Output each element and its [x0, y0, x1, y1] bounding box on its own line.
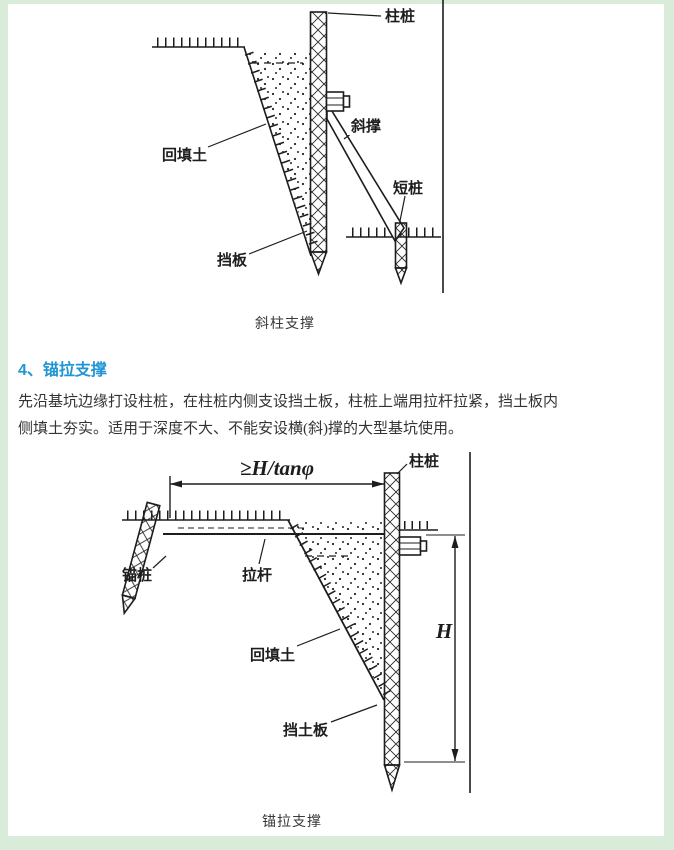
leader-anchor-pile	[152, 555, 167, 569]
label-backfill-soil: 回填土	[162, 146, 207, 164]
dim-top-label: ≥H/tanφ	[240, 456, 314, 480]
label-anchor-pile: 锚桩	[122, 566, 152, 584]
paragraph-line: 先沿基坑边缘打设柱桩，在柱桩内侧支设挡土板，柱桩上端用拉杆拉紧，挡土板内	[18, 394, 559, 410]
label-inclined-brace: 斜撑	[350, 117, 381, 135]
label-column-pile: 柱桩	[385, 7, 415, 25]
label-retaining-plank: 挡土板	[283, 721, 329, 739]
backfill-dots	[247, 51, 311, 252]
leader-board	[248, 230, 308, 255]
paragraph-line: 侧填土夯实。适用于深度不大、不能安设横(斜)撑的大型基坑使用。	[18, 421, 463, 437]
document-page	[8, 4, 664, 836]
leader-column-pile	[327, 12, 382, 17]
leader-short-pile	[399, 195, 406, 222]
leader-column-pile	[396, 463, 408, 475]
top-dimension	[169, 476, 384, 518]
short-pile-shape	[394, 222, 408, 286]
figure2-diagram: 柱桩 锚桩 拉杆 回填土 挡土板 ≥H/tanφ H	[121, 452, 471, 793]
figure1-labels: 柱桩 回填土 斜撑 短桩 挡板	[162, 7, 423, 269]
anchor-pile-shape	[121, 501, 161, 616]
label-short-pile: 短桩	[393, 179, 423, 197]
leader-backfill	[207, 123, 267, 148]
label-column-pile: 柱桩	[409, 452, 439, 470]
dim-h-label: H	[435, 619, 453, 643]
leader-backfill	[296, 628, 341, 647]
figure2-labels: 柱桩 锚桩 拉杆 回填土 挡土板 ≥H/tanφ H	[122, 452, 453, 739]
figure2-caption: 锚拉支撑	[262, 815, 322, 830]
figure1-diagram: 柱桩 回填土 斜撑 短桩 挡板	[152, 0, 444, 293]
h-dimension	[404, 534, 465, 763]
clamp-bracket	[325, 91, 351, 112]
figure1-caption: 斜柱支撑	[255, 317, 315, 332]
section-heading: 4、锚拉支撑	[18, 362, 107, 379]
label-retaining-board: 挡板	[217, 251, 248, 269]
clamp-bracket	[398, 536, 428, 556]
column-pile-shape	[309, 11, 328, 277]
ground-surface-right	[400, 521, 438, 531]
section-paragraph: 先沿基坑边缘打设柱桩，在柱桩内侧支设挡土板，柱桩上端用拉杆拉紧，挡土板内 侧填土…	[18, 389, 660, 443]
label-backfill-soil: 回填土	[250, 646, 295, 664]
column-pile-shape	[383, 472, 401, 793]
leader-tie-rod	[258, 538, 266, 565]
leader-plank	[330, 704, 378, 723]
label-tie-rod: 拉杆	[242, 566, 272, 584]
ground-surface-left	[152, 37, 245, 48]
backfill-dots	[292, 522, 384, 698]
